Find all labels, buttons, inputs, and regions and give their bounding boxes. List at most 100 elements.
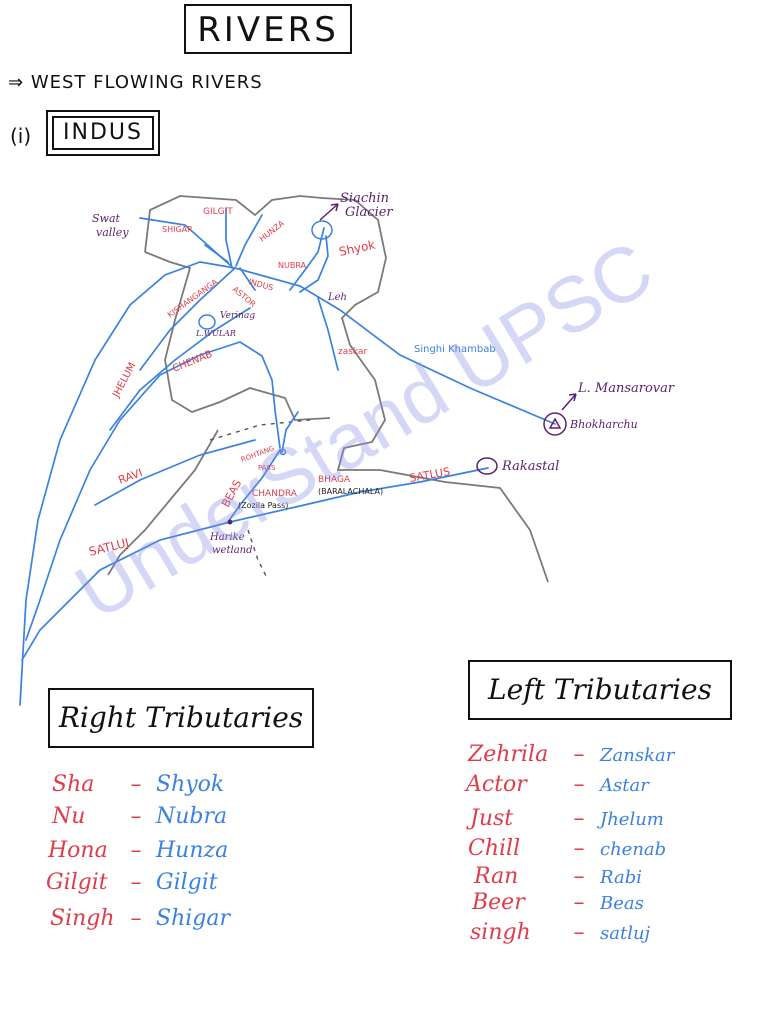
- mnemonic: Chill: [468, 836, 521, 861]
- astor-river: [239, 267, 256, 291]
- hunza-label: HUNZA: [258, 218, 287, 243]
- right-tributary-row: Singh–Shigar: [50, 906, 230, 931]
- dashed-boundary: [209, 419, 311, 581]
- section-title-outer-box: [46, 110, 160, 156]
- left-tributary-row: Zehrila–Zanskar: [468, 742, 674, 767]
- left-tributary-row: Actor–Astar: [466, 772, 649, 797]
- mnemonic: Actor: [466, 772, 527, 797]
- mnemonic: Nu: [52, 804, 86, 829]
- left-tributaries-title: Left Tributaries: [488, 673, 712, 706]
- section-title-box: INDUS: [52, 116, 154, 150]
- chandra-label: CHANDRA: [252, 489, 298, 499]
- siachin-label-2: Glacier: [345, 205, 393, 220]
- bhaga-label: BHAGA: [318, 475, 351, 485]
- right-tributary-row: Gilgit–Gilgit: [46, 870, 218, 895]
- gilgit-label: GILGIT: [203, 207, 233, 217]
- kishanganga-label: KISHANGANGA: [166, 277, 220, 320]
- river-name: Rabi: [600, 867, 642, 888]
- indus-river: [19, 261, 556, 706]
- mnemonic: Sha: [52, 772, 95, 797]
- swat-valley-label: Swat: [92, 212, 121, 225]
- dash: –: [573, 864, 585, 889]
- shigar-label: SHIGAR: [162, 225, 193, 234]
- mnemonic: Just: [470, 806, 514, 831]
- region-boundary: [144, 195, 549, 583]
- verinag-label: Verinag: [220, 311, 255, 321]
- siachin-glacier-marker: [311, 220, 333, 240]
- zozila-label: (Zozila Pass): [238, 501, 288, 510]
- dash: –: [573, 806, 585, 831]
- nubra-label: NUBRA: [278, 261, 307, 270]
- dash: –: [573, 772, 585, 797]
- leh-label: Leh: [327, 292, 347, 303]
- jhelum-label: JHELUM: [110, 361, 138, 400]
- right-tributaries-box: Right Tributaries: [48, 688, 314, 748]
- mnemonic: Zehrila: [468, 742, 549, 767]
- siachin-arrow: [319, 203, 339, 221]
- left-tributary-row: Just –Jhelum: [470, 806, 664, 831]
- bokharchu-label: Bhokharchu: [569, 418, 638, 431]
- mnemonic: Gilgit: [46, 870, 108, 895]
- zaskar-label: zaskar: [338, 347, 367, 357]
- left-tributary-row: singh –satluj: [470, 920, 650, 945]
- mnemonic: Singh: [50, 906, 115, 931]
- hunza-river: [235, 214, 263, 267]
- dash: –: [573, 742, 585, 767]
- dash: –: [130, 870, 142, 895]
- siachin-label: Siachin: [340, 191, 389, 206]
- harike-label: Harike: [209, 532, 245, 543]
- chenab-label: CHENAB: [171, 349, 214, 375]
- ravi-river: [94, 439, 256, 506]
- arrow-icon: ⇒: [8, 72, 25, 93]
- mnemonic: Beer: [472, 890, 525, 915]
- dash: –: [573, 920, 585, 945]
- zaskar-river: [317, 297, 339, 371]
- harike-label-2: wetland: [212, 545, 253, 556]
- subtitle: ⇒ WEST FLOWING RIVERS: [8, 72, 263, 93]
- baralachala-label: (BARALACHALA): [318, 487, 383, 496]
- shyok-river: [299, 235, 329, 293]
- mansarovar-arrow: [561, 393, 577, 411]
- dash: –: [130, 772, 142, 797]
- section-title: INDUS: [63, 120, 143, 145]
- swat-valley-label-2: valley: [96, 226, 129, 239]
- harike-marker: [227, 519, 233, 525]
- gilgit-river: [225, 207, 233, 269]
- kishanganga-river: [139, 267, 236, 371]
- right-tributary-row: Hona–Hunza: [48, 838, 228, 863]
- wular-lake-marker: [198, 314, 216, 330]
- beas-river: [227, 449, 281, 523]
- indus-river-map: Swat valley Siachin Glacier Leh Verinag …: [19, 191, 675, 706]
- river-name: Beas: [600, 893, 644, 914]
- mansarovar-triangle: [548, 417, 562, 429]
- page-title: RIVERS: [197, 10, 339, 50]
- ravi-label: RAVI: [117, 466, 145, 487]
- mnemonic: Ran: [474, 864, 519, 889]
- river-name: Shigar: [156, 906, 230, 931]
- dash: –: [130, 906, 142, 931]
- singhi-khambab-label: Singhi Khambab: [414, 344, 496, 355]
- dash: –: [573, 890, 585, 915]
- region-boundary-south: [107, 429, 219, 576]
- right-tributary-row: Sha–Shyok: [52, 772, 224, 797]
- river-name: Hunza: [156, 838, 229, 863]
- river-name: chenab: [600, 839, 667, 860]
- mansarovar-label: L. Mansarovar: [577, 381, 675, 396]
- rohtang-marker: [279, 448, 287, 456]
- section-number: (i): [10, 124, 32, 148]
- l-wular-label: L.WULAR: [195, 329, 236, 338]
- dash: –: [573, 836, 585, 861]
- mnemonic: Hona: [48, 838, 108, 863]
- bhaga-river: [281, 411, 299, 453]
- swat-river: [204, 244, 229, 263]
- rakastal-label: Rakastal: [501, 459, 559, 474]
- mnemonic: singh: [470, 920, 531, 945]
- left-tributaries-box: Left Tributaries: [468, 660, 732, 720]
- jhelum-river: [109, 307, 251, 431]
- left-tributary-row: Beer –Beas: [472, 890, 644, 915]
- river-name: Jhelum: [600, 809, 664, 830]
- rohtang-label-2: PASS: [258, 464, 276, 472]
- chenab-river: [25, 341, 241, 641]
- river-name: satluj: [600, 923, 651, 944]
- rakastal-marker: [476, 457, 498, 475]
